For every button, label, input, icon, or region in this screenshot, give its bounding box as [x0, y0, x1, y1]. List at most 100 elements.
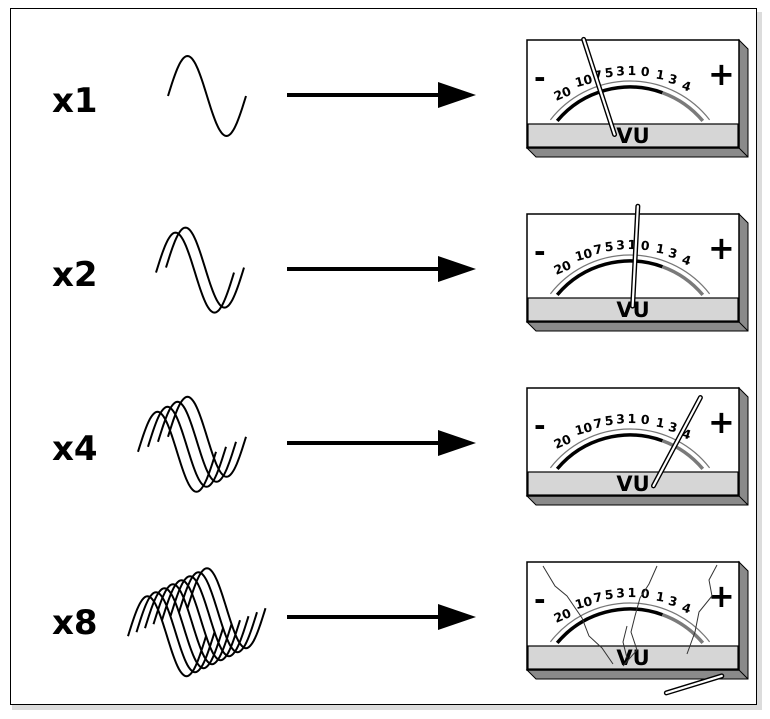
scale-outer-arc	[549, 254, 711, 295]
meter-needle-highlight	[652, 396, 702, 487]
scale-label: 3	[616, 411, 625, 426]
scale-label: 5	[604, 587, 614, 603]
scale-label: 0	[640, 238, 650, 254]
scale-label: 3	[616, 63, 625, 78]
meter-bevel-edge	[738, 147, 749, 158]
sine-wave	[167, 54, 247, 138]
meter-needle-highlight	[665, 674, 723, 694]
sine-wave	[157, 400, 237, 483]
scale-label: 10	[573, 245, 594, 264]
plus-sign: +	[708, 55, 735, 93]
overload-crack	[686, 564, 718, 655]
scale-arc	[555, 259, 664, 297]
plus-sign: +	[708, 403, 735, 441]
scale-label: 1	[655, 589, 666, 605]
minus-sign: -	[534, 583, 546, 616]
sine-wave	[167, 395, 247, 478]
minus-sign: -	[534, 235, 546, 268]
scale-arc	[555, 85, 664, 123]
scale-label: 1	[627, 411, 636, 426]
scale-label: 5	[604, 413, 614, 429]
vu-label: VU	[616, 124, 649, 148]
scale-label: 1	[655, 415, 666, 431]
sine-wave	[147, 405, 227, 488]
red-zone-arc	[661, 91, 705, 123]
red-zone-arc	[661, 439, 705, 471]
arrow	[287, 82, 476, 108]
frame-shadow-right	[757, 12, 762, 710]
scale-arc	[555, 607, 664, 645]
sine-wave	[186, 567, 267, 650]
meter-window	[527, 471, 739, 496]
arrow	[287, 604, 476, 630]
sine-wave	[137, 410, 217, 493]
scale-arc	[555, 433, 664, 471]
scale-label: 7	[592, 415, 603, 431]
scale-outer-arc	[549, 428, 711, 469]
overload-crack	[622, 625, 628, 659]
scale-outer-arc	[549, 602, 711, 643]
meter-bevel-edge	[738, 669, 749, 680]
red-zone-arc	[661, 265, 705, 297]
scale-label: 0	[640, 412, 650, 428]
waveform-group	[167, 54, 247, 138]
vu-label: VU	[616, 472, 649, 496]
scale-label: 3	[667, 593, 679, 610]
multiplier-label: x8	[52, 603, 98, 643]
vu-label: VU	[616, 646, 649, 670]
scale-label: 3	[667, 419, 679, 436]
scale-label: 3	[667, 245, 679, 262]
scale-label: 3	[616, 237, 625, 252]
arrow	[287, 256, 476, 282]
scale-outer-arc	[549, 80, 711, 121]
multiplier-label: x1	[52, 81, 98, 121]
scale-label: 20	[551, 431, 573, 452]
scale-label: 20	[551, 257, 573, 278]
scale-label: 0	[640, 64, 650, 80]
scale-label: 7	[592, 589, 603, 605]
scale-label: 5	[604, 65, 614, 81]
multiplier-label: x2	[52, 255, 98, 295]
scale-label: 20	[551, 83, 573, 104]
meter-window	[527, 645, 739, 670]
scale-label: 10	[573, 419, 594, 438]
overload-crack	[622, 565, 658, 667]
minus-sign: -	[534, 409, 546, 442]
scale-label: 3	[616, 585, 625, 600]
scale-label: 20	[551, 605, 573, 626]
scale-label: 7	[592, 241, 603, 257]
scale-label: 3	[667, 71, 679, 88]
meter-bevel-edge	[738, 321, 749, 332]
arrow	[287, 430, 476, 456]
scale-label: 1	[655, 241, 666, 257]
plus-sign: +	[708, 229, 735, 267]
meter-window	[527, 123, 739, 148]
scale-label: 1	[627, 585, 636, 600]
waveform-group	[155, 226, 245, 314]
minus-sign: -	[534, 61, 546, 94]
meter-needle-highlight	[631, 205, 639, 308]
meter-bevel-edge	[738, 495, 749, 506]
scale-label: 1	[655, 67, 666, 83]
waveform-group	[137, 395, 247, 493]
overload-crack	[542, 565, 614, 665]
scale-label: 10	[573, 593, 594, 612]
sine-wave	[165, 226, 245, 309]
sine-wave	[155, 231, 235, 314]
multiplier-label: x4	[52, 429, 98, 469]
waveform-group	[127, 567, 267, 678]
meter-needle-highlight	[582, 38, 616, 136]
scale-label: 5	[604, 239, 614, 255]
frame-shadow-bottom	[12, 705, 760, 710]
scale-label: 10	[573, 71, 594, 90]
scale-label: 0	[640, 586, 650, 602]
